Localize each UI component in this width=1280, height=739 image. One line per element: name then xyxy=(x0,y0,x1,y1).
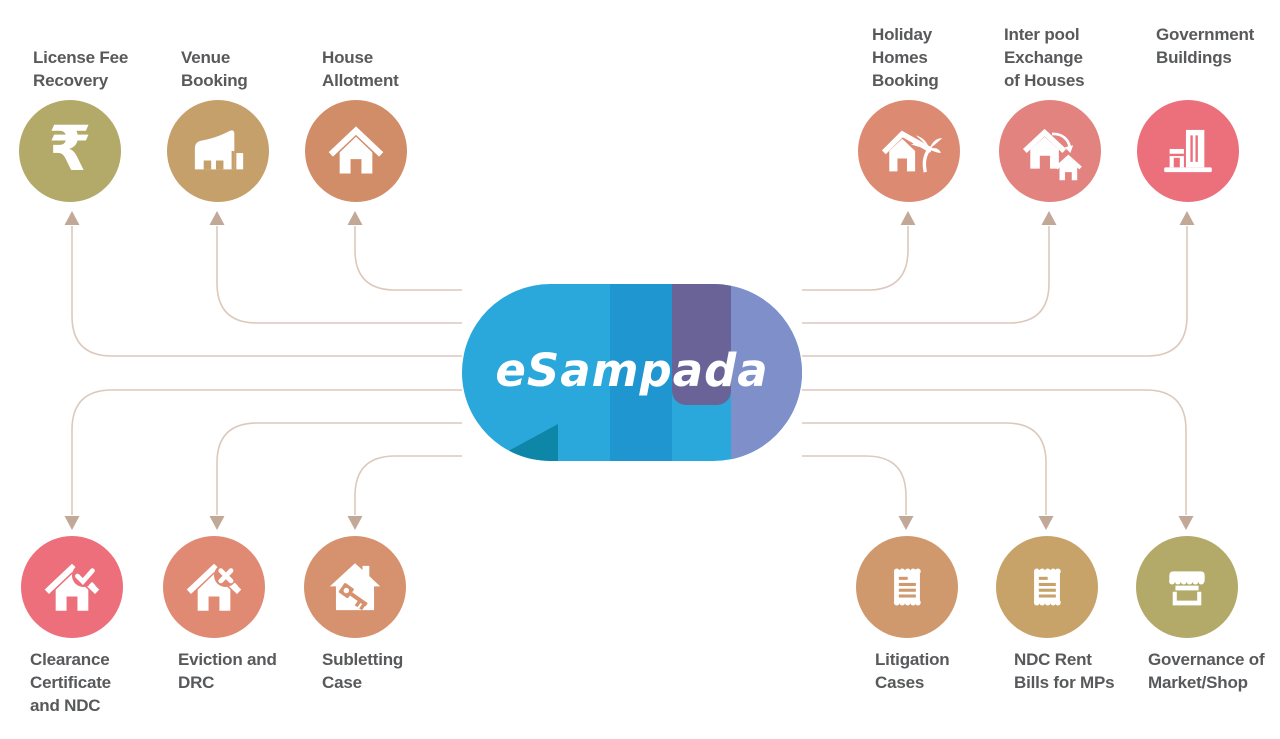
arrowhead-icon xyxy=(347,211,363,225)
receipt-icon xyxy=(893,568,921,606)
label-governance-market-shop: Governance of Market/Shop xyxy=(1148,650,1265,692)
label-house-allotment: House Allotment xyxy=(322,48,399,90)
government-buildings-icon xyxy=(1164,129,1212,173)
node-venue-booking xyxy=(167,100,269,202)
label-holiday-homes-booking: Holiday Homes Booking xyxy=(872,25,939,90)
logo-bg-purple-block xyxy=(672,284,731,405)
esampada-logo-pill: eSampada xyxy=(462,284,802,461)
node-eviction-and-drc xyxy=(163,536,265,638)
label-ndc-rent-bills: NDC Rent Bills for MPs xyxy=(1014,650,1115,692)
arrowhead-icon xyxy=(1038,516,1054,530)
market-stall-icon xyxy=(1169,571,1205,606)
logo-bg-mid xyxy=(610,284,672,461)
label-government-buildings: Government Buildings xyxy=(1156,25,1255,67)
label-venue-booking: Venue Booking xyxy=(181,48,248,90)
house-key-icon xyxy=(329,563,381,611)
receipt-icon xyxy=(1033,568,1061,606)
node-holiday-homes-booking xyxy=(858,100,960,202)
label-subletting-case: Subletting Case xyxy=(322,650,404,692)
label-eviction-and-drc: Eviction and DRC xyxy=(178,650,277,692)
label-litigation-cases: Litigation Cases xyxy=(875,650,950,692)
connector-clearance xyxy=(71,389,462,515)
house-exchange-icon xyxy=(1022,128,1082,181)
connector-govt-buildings xyxy=(802,226,1188,357)
arrowhead-icon xyxy=(1178,516,1194,530)
connector-governance xyxy=(802,389,1187,515)
house-icon xyxy=(328,126,384,174)
label-license-fee-recovery: License Fee Recovery xyxy=(33,48,129,90)
arrowhead-icon xyxy=(898,516,914,530)
node-clearance-certificate xyxy=(21,536,123,638)
connector-litigation xyxy=(802,455,907,515)
connector-subletting xyxy=(354,455,462,515)
node-ndc-rent-bills xyxy=(996,536,1098,638)
venue-building-icon xyxy=(194,130,244,170)
connector-inter-pool xyxy=(802,226,1050,324)
connector-venue-booking xyxy=(216,226,462,324)
holiday-home-palm-icon xyxy=(881,130,943,173)
house-check-icon xyxy=(44,563,100,611)
node-inter-pool-exchange xyxy=(999,100,1101,202)
node-subletting-case xyxy=(304,536,406,638)
logo-bg-right xyxy=(731,284,802,461)
connector-ndc-rent xyxy=(802,422,1047,515)
node-governance-market-shop xyxy=(1136,536,1238,638)
label-clearance-certificate: Clearance Certificate and NDC xyxy=(30,650,111,715)
arrowhead-icon xyxy=(900,211,916,225)
house-cross-icon xyxy=(186,563,242,611)
arrowhead-icon xyxy=(64,211,80,225)
label-inter-pool-exchange: Inter pool Exchange of Houses xyxy=(1004,25,1085,90)
node-license-fee-recovery: ₹ xyxy=(19,100,121,202)
connector-holiday-homes xyxy=(802,226,909,291)
arrowhead-icon xyxy=(1179,211,1195,225)
node-house-allotment xyxy=(305,100,407,202)
node-litigation-cases xyxy=(856,536,958,638)
arrowhead-icon xyxy=(1041,211,1057,225)
esampada-logo-text: eSampada xyxy=(495,344,769,397)
connector-license-fee xyxy=(71,226,462,357)
arrowhead-icon xyxy=(209,516,225,530)
arrowhead-icon xyxy=(347,516,363,530)
rupee-icon: ₹ xyxy=(48,112,92,185)
connector-house-allotment xyxy=(354,226,462,291)
arrowhead-icon xyxy=(209,211,225,225)
connector-eviction xyxy=(216,422,462,515)
arrowhead-icon xyxy=(64,516,80,530)
node-government-buildings xyxy=(1137,100,1239,202)
